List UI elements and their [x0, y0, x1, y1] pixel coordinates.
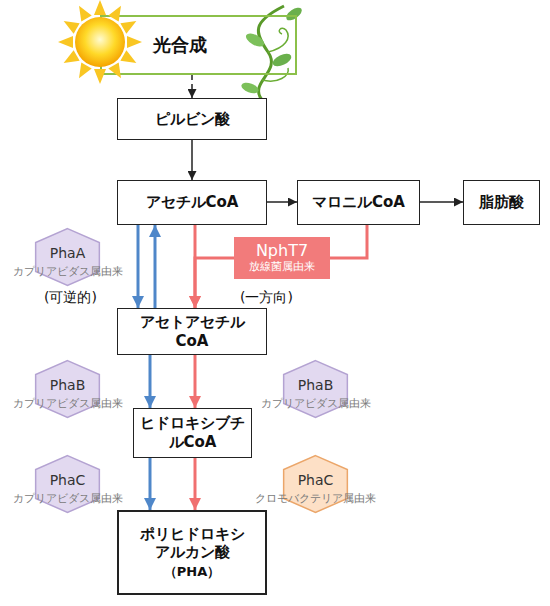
enzyme-box: NphT7放線菌属由来: [234, 237, 330, 279]
flow-arrow: [194, 458, 197, 510]
annotation-label: (一方向): [240, 289, 293, 307]
flow-arrow: [149, 458, 152, 510]
flow-arrow: [195, 225, 367, 308]
node-subtitle: カプリアビダス属由来: [261, 396, 371, 411]
annotation-label: (可逆的): [44, 289, 97, 307]
leaf: [240, 81, 260, 96]
flow-arrow: [154, 225, 157, 308]
enzyme-hexagon: PhaBカプリアビダス属由来: [35, 360, 100, 418]
flow-arrow: [191, 140, 193, 180]
vine-stem: [258, 6, 284, 100]
enzyme-hexagon: PhaCクロモバクテリア属由来: [283, 455, 348, 513]
process-box: マロニルCoA: [297, 180, 420, 225]
enzyme-hexagon: PhaCカプリアビダス属由来: [35, 455, 100, 513]
node-title: ピルビン酸: [155, 110, 230, 129]
node-title: NphT7: [256, 241, 308, 260]
leaf: [271, 51, 293, 69]
node-title: 脂肪酸: [479, 193, 524, 212]
node-subtitle: カプリアビダス属由来: [13, 264, 123, 279]
node-title: マロニルCoA: [312, 193, 405, 212]
node-title: PhaC: [283, 472, 348, 488]
flow-arrow: [149, 355, 152, 408]
product-box: ポリヒドロキシ アルカン酸（PHA）: [117, 510, 267, 595]
process-box: 光合成: [100, 15, 297, 75]
flow-arrow: [420, 201, 463, 203]
flow-arrow: [267, 201, 297, 203]
node-title: アセトアセチル CoA: [135, 313, 250, 351]
node-title: ヒドロキシブチ ルCoA: [138, 414, 248, 452]
flow-arrow: [137, 225, 140, 308]
node-title: PhaA: [35, 245, 100, 261]
process-box: ピルビン酸: [117, 98, 267, 140]
node-subtitle: 放線菌属由来: [249, 260, 315, 274]
node-title: アセチルCoA: [146, 193, 239, 212]
enzyme-hexagon: PhaBカプリアビダス属由来: [283, 360, 348, 418]
node-title: PhaB: [35, 377, 100, 393]
flow-arrow: [194, 355, 197, 408]
node-subtitle: カプリアビダス属由来: [13, 396, 123, 411]
node-title: ポリヒドロキシ アルカン酸: [135, 525, 250, 563]
node-subtitle: カプリアビダス属由来: [13, 491, 123, 506]
vine-tendril: [268, 28, 288, 52]
flow-arrow: [191, 75, 193, 98]
node-subtitle: （PHA）: [164, 564, 220, 580]
leaf: [244, 31, 266, 50]
node-subtitle: クロモバクテリア属由来: [255, 491, 376, 506]
process-box: アセチルCoA: [117, 180, 267, 225]
node-title: PhaB: [283, 377, 348, 393]
node-title: PhaC: [35, 472, 100, 488]
vine: [240, 5, 304, 100]
node-title: 光合成: [153, 33, 207, 57]
enzyme-hexagon: PhaAカプリアビダス属由来: [35, 228, 100, 286]
leaf: [284, 5, 304, 23]
process-box: ヒドロキシブチ ルCoA: [133, 408, 252, 458]
process-box: 脂肪酸: [463, 180, 540, 225]
process-box: アセトアセチル CoA: [117, 308, 267, 355]
